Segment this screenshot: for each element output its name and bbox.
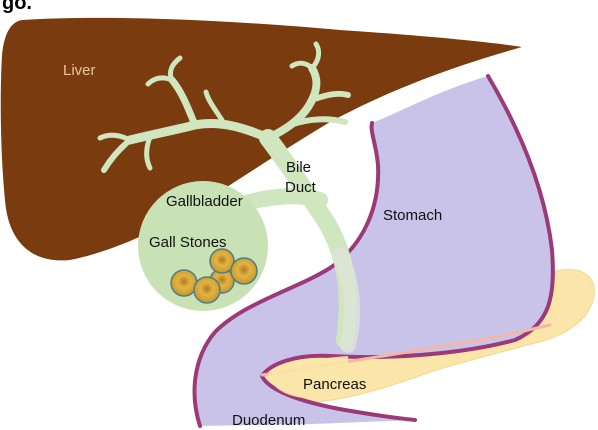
gall-stone [194,277,220,303]
gall-stone [171,270,197,296]
label-duodenum: Duodenum [232,412,305,429]
label-duct: Duct [285,179,317,196]
label-pancreas: Pancreas [303,376,366,393]
label-liver: Liver [63,62,96,79]
heading-fragment: go. [2,0,32,14]
label-gallbladder: Gallbladder [166,193,243,210]
label-stomach: Stomach [383,207,442,224]
label-gall-stones: Gall Stones [149,234,227,251]
label-bile: Bile [286,159,311,176]
gall-stone [231,258,257,284]
